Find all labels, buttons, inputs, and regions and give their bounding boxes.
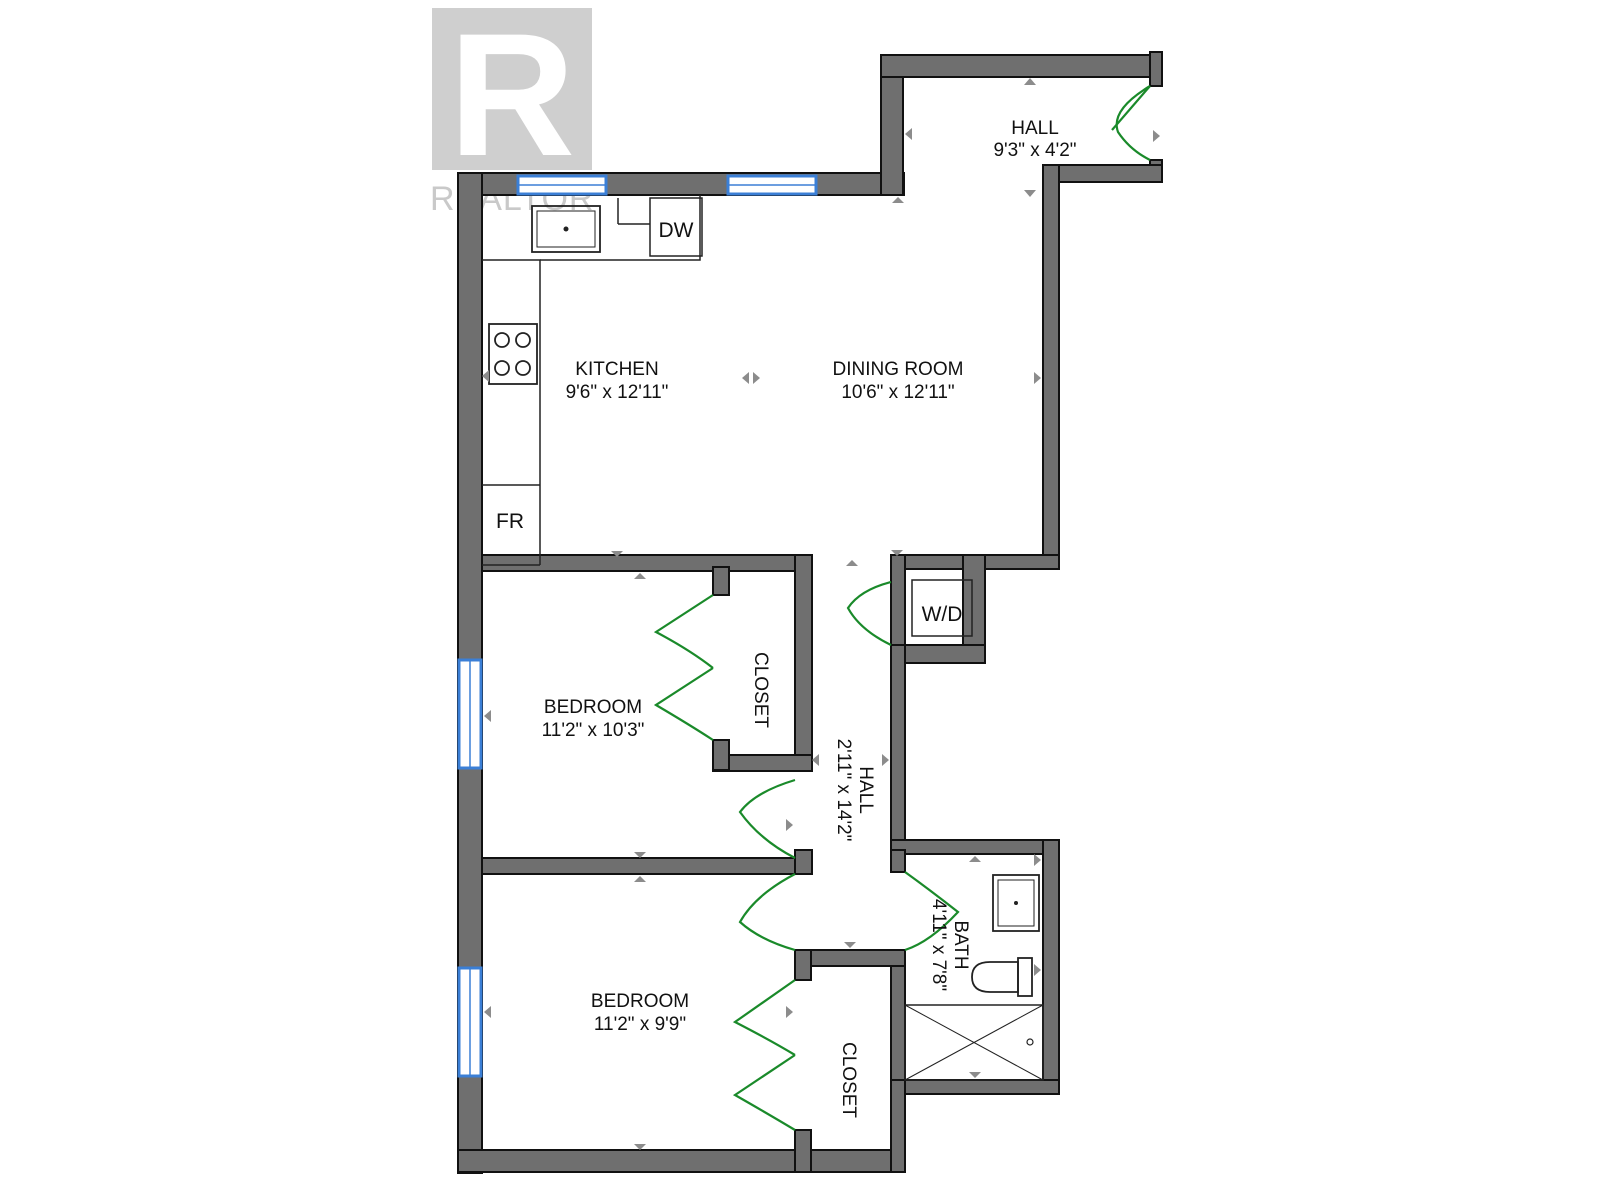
hall-mid-dims: 2'11" x 14'2" bbox=[833, 739, 854, 842]
door-bath bbox=[904, 871, 960, 952]
bath-name: BATH bbox=[950, 920, 971, 969]
dimension-markers bbox=[482, 78, 1160, 1150]
door-laundry bbox=[846, 580, 892, 646]
washer-dryer-box bbox=[911, 579, 973, 637]
dishwasher-box bbox=[649, 197, 703, 257]
closet-1-name: CLOSET bbox=[750, 652, 771, 728]
door-entry bbox=[1115, 85, 1151, 161]
realtor-logo-letter: R bbox=[449, 0, 575, 193]
bedroom-1-dims: 11'2" x 10'3" bbox=[542, 720, 645, 741]
bedroom-2-name: BEDROOM bbox=[591, 991, 689, 1012]
toilet-icon bbox=[971, 957, 1033, 997]
bedroom-2-dims: 11'2" x 9'9" bbox=[594, 1014, 686, 1035]
hall-top-name: HALL bbox=[1011, 118, 1059, 139]
room-labels: KITCHEN 9'6" x 12'11" DINING ROOM 10'6" … bbox=[542, 118, 1077, 1118]
walls bbox=[457, 51, 1163, 1174]
shower-icon bbox=[904, 1004, 1044, 1081]
door-bedroom-2 bbox=[738, 873, 796, 952]
bath-dims: 4'11" x 7'8" bbox=[928, 899, 949, 991]
door-closet-2a bbox=[732, 979, 796, 1056]
kitchen-dims: 9'6" x 12'11" bbox=[566, 382, 669, 403]
dining-name: DINING ROOM bbox=[833, 359, 964, 380]
doors bbox=[653, 85, 1151, 1131]
fridge-label: FR bbox=[496, 510, 524, 533]
kitchen-sink-icon bbox=[531, 205, 601, 253]
bath-sink-icon bbox=[992, 874, 1040, 932]
washer-dryer-label: W/D bbox=[922, 603, 963, 626]
door-closet-2b bbox=[732, 1054, 796, 1131]
dining-dims: 10'6" x 12'11" bbox=[841, 382, 954, 403]
door-closet-1b bbox=[653, 667, 714, 741]
door-closet-1a bbox=[653, 594, 714, 669]
closet-2-name: CLOSET bbox=[838, 1042, 859, 1118]
realtor-logo: R REALTOR ® bbox=[430, 0, 601, 218]
dishwasher-label: DW bbox=[659, 219, 694, 242]
bath-fixtures bbox=[904, 874, 1044, 1081]
kitchen-name: KITCHEN bbox=[575, 359, 658, 380]
hall-mid-name: HALL bbox=[855, 766, 876, 814]
hall-top-dims: 9'3" x 4'2" bbox=[993, 140, 1076, 161]
kitchen-counters: DW FR bbox=[482, 195, 703, 566]
door-bedroom-1 bbox=[738, 778, 796, 859]
windows bbox=[457, 174, 818, 1078]
stove-icon bbox=[488, 323, 538, 385]
bedroom-1-name: BEDROOM bbox=[544, 697, 642, 718]
